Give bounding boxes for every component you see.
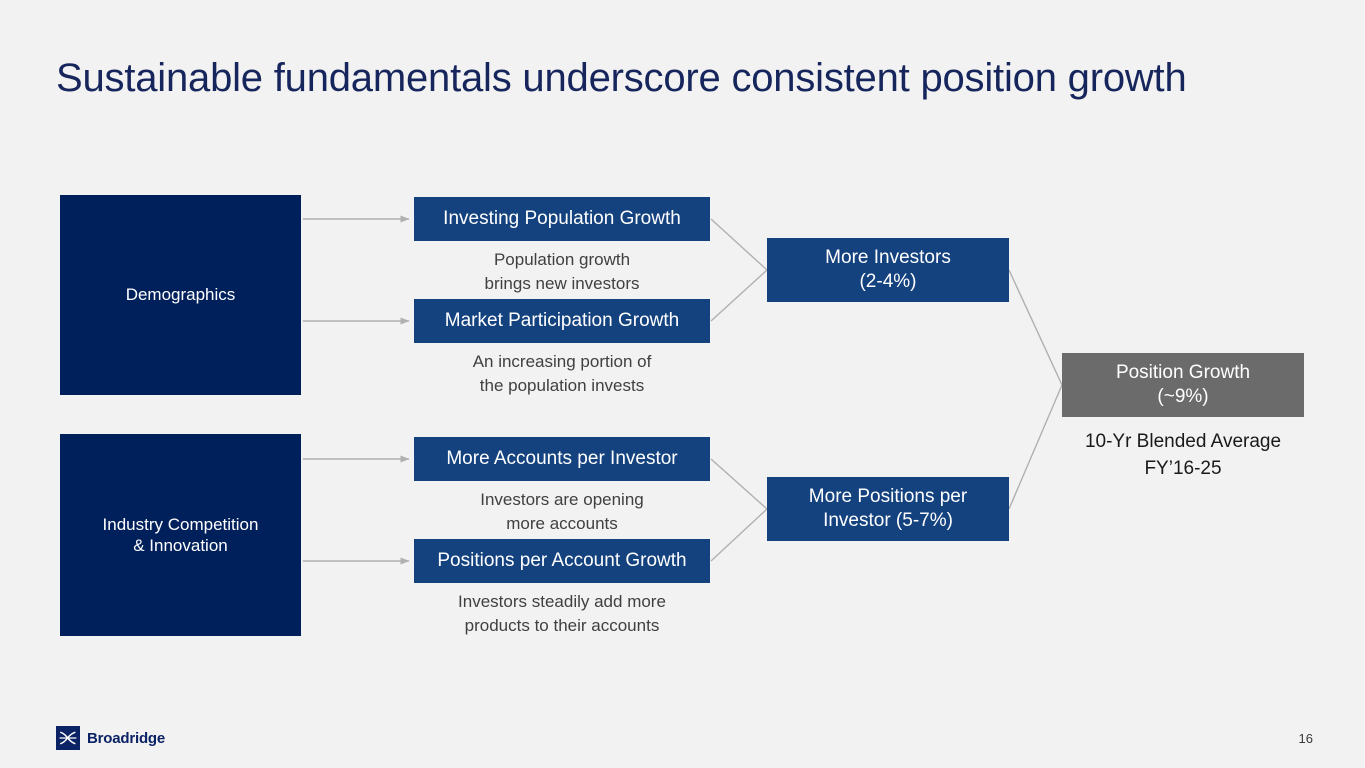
driver-label: Demographics [125,285,236,305]
factor-label: More Accounts per Investor [446,448,678,470]
page-number: 16 [1298,731,1313,746]
outcome-box-more-investors[interactable]: More Investors (2-4%) [767,238,1009,302]
factor-box-market-participation-growth[interactable]: Market Participation Growth [414,299,710,343]
driver-box-industry-competition[interactable]: Industry Competition & Innovation [60,434,301,636]
driver-box-demographics[interactable]: Demographics [60,195,301,395]
factor-box-investing-population-growth[interactable]: Investing Population Growth [414,197,710,241]
factor-caption-market-participation-growth: An increasing portion of the population … [472,352,652,395]
driver-label: Industry Competition & Innovation [102,514,259,555]
factor-label: Positions per Account Growth [437,550,687,572]
factor-box-more-accounts-per-investor[interactable]: More Accounts per Investor [414,437,710,481]
line-investing-population-to-more-investors [710,218,768,271]
factor-box-positions-per-account-growth[interactable]: Positions per Account Growth [414,539,710,583]
result-caption-blended-average: 10-Yr Blended Average FY’16-25 [1084,431,1282,479]
line-positions-per-account-to-more-positions [710,508,768,562]
result-box-position-growth[interactable]: Position Growth (~9%) [1062,353,1304,417]
line-more-investors-to-position-growth [1008,269,1063,386]
line-market-participation-to-more-investors [710,269,768,322]
brand-logo: Broadridge [56,726,165,750]
factor-caption-more-accounts-per-investor: Investors are opening more accounts [480,490,644,533]
outcome-label: More Positions per Investor (5-7%) [808,486,968,531]
factor-caption-investing-population-growth: Population growth brings new investors [484,250,640,293]
factor-caption-positions-per-account-growth: Investors steadily add more products to … [458,592,666,635]
outcome-label: More Investors (2-4%) [825,247,951,292]
result-label: Position Growth (~9%) [1115,362,1251,407]
outcome-box-more-positions-per-investor[interactable]: More Positions per Investor (5-7%) [767,477,1009,541]
factor-label: Market Participation Growth [444,310,680,332]
line-more-accounts-to-more-positions [710,458,768,510]
factor-label: Investing Population Growth [443,208,681,230]
brand-name: Broadridge [87,729,166,747]
broadridge-bowtie-icon [56,726,80,750]
page-title: Sustainable fundamentals underscore cons… [56,56,1187,100]
